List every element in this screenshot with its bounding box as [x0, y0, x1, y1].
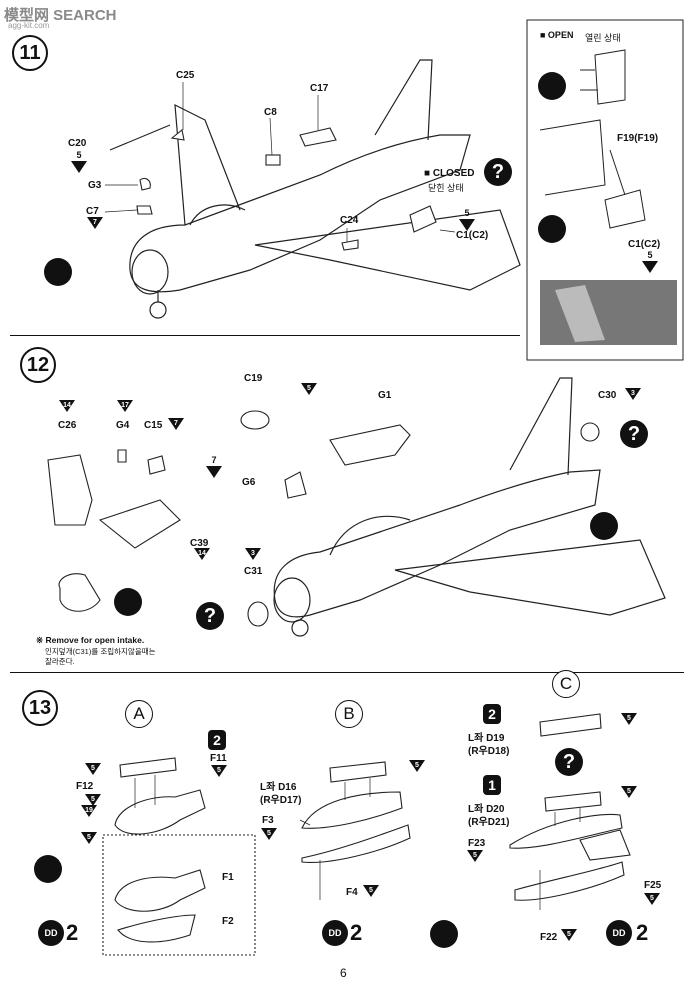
note-korean-line-1: 인지덮개(C31)를 조립하지않을때는 — [45, 647, 156, 656]
label-f2: F2 — [222, 916, 234, 927]
label-c24: C24 — [340, 215, 359, 226]
direction-icon — [430, 920, 458, 948]
decal-icon: DD — [38, 920, 64, 946]
qty-a: 2 — [66, 920, 79, 945]
decal-icon — [590, 512, 618, 540]
label-f22: F22 — [540, 932, 558, 943]
label-c7: C7 — [86, 206, 99, 217]
question-icon: ? — [484, 158, 512, 186]
page-number: 6 — [340, 966, 347, 980]
tri-badge-f3: 5 — [260, 828, 278, 854]
knife-icon — [538, 72, 566, 100]
label-f25: F25 — [644, 880, 662, 891]
tri-badge-a1: 5 — [84, 763, 102, 789]
label-c1c2: C1(C2) — [456, 230, 489, 241]
label-d19: L좌 D19 — [468, 733, 505, 744]
question-icon: ? — [555, 748, 583, 776]
label-c26: C26 — [58, 420, 77, 431]
note-korean-line-2: 잘라준다. — [45, 657, 75, 666]
tri-badge-f25: 5 — [643, 893, 661, 919]
direction-icon — [538, 215, 566, 243]
label-f3: F3 — [262, 815, 274, 826]
tri-badge-a2: 5 — [84, 794, 102, 820]
tri-badge-c15: 7 — [167, 418, 185, 444]
step-number-11: 11 — [12, 35, 48, 71]
label-c25: C25 — [176, 70, 195, 81]
closed-label: ■ CLOSED — [424, 168, 475, 179]
step-number-13: 13 — [22, 690, 58, 726]
label-c15: C15 — [144, 420, 163, 431]
tri-badge-open-c1c2: 5 — [641, 250, 659, 276]
tri-badge-f22: 5 — [560, 929, 578, 955]
label-f1: F1 — [222, 872, 234, 883]
qty-box-c-1: 1 — [483, 775, 501, 795]
tri-badge-c26: 14 — [58, 400, 76, 426]
label-f12: F12 — [76, 781, 94, 792]
label-d21: (R우D21) — [468, 817, 510, 828]
question-icon: ? — [196, 602, 224, 630]
watermark: 模型网 SEARCH — [4, 7, 117, 24]
label-c19: C19 — [244, 373, 263, 384]
open-label: ■ OPEN — [540, 30, 574, 40]
label-f23: F23 — [468, 838, 486, 849]
question-icon: ? — [620, 420, 648, 448]
tri-badge-a3: 19 — [80, 805, 98, 831]
label-d20: L좌 D20 — [468, 804, 505, 815]
label-f19: F19(F19) — [617, 133, 659, 144]
label-open-c1c2: C1(C2) — [628, 239, 661, 250]
open-korean-label: 열린 상태 — [585, 33, 621, 43]
tri-badge-c7: 7 — [86, 217, 104, 243]
label-g3: G3 — [88, 180, 102, 191]
tri-badge-f4: 5 — [362, 885, 380, 911]
label-c30: C30 — [598, 390, 617, 401]
watermark-url: agg-kit.com — [8, 21, 50, 30]
divider-11-12 — [10, 335, 520, 336]
tri-badge-c31: 3 — [244, 548, 262, 574]
decal-icon: DD — [606, 920, 632, 946]
label-f11: F11 — [210, 753, 227, 764]
label-g6: G6 — [242, 477, 256, 488]
tri-badge-a4: 5 — [80, 832, 98, 858]
sub-step-c: C — [552, 670, 580, 698]
glue-icon — [44, 258, 72, 286]
step-number-12: 12 — [20, 347, 56, 383]
tri-badge-f23: 5 — [466, 850, 484, 876]
tri-badge-g4: 17 — [116, 400, 134, 426]
knife-icon — [114, 588, 142, 616]
closed-korean-label: 닫힌 상태 — [428, 183, 464, 193]
qty-c: 2 — [636, 920, 649, 945]
tri-badge-d20: 5 — [620, 786, 638, 812]
tri-badge-d16: 5 — [408, 760, 426, 786]
decal-icon: DD — [322, 920, 348, 946]
qty-box-a: 2 — [208, 730, 226, 750]
tri-badge-d19: 5 — [620, 713, 638, 739]
divider-12-13 — [10, 672, 684, 673]
label-g1: G1 — [378, 390, 392, 401]
label-c20: C20 — [68, 138, 87, 149]
qty-b: 2 — [350, 920, 363, 945]
label-c39: C39 — [190, 538, 209, 549]
tri-badge-f11: 5 — [210, 765, 228, 791]
label-g4: G4 — [116, 420, 130, 431]
label-d17: (R우D17) — [260, 795, 302, 806]
tri-badge-c39: 14 — [193, 548, 211, 574]
label-f4: F4 — [346, 887, 358, 898]
sub-step-b: B — [335, 700, 363, 728]
tri-badge-c19b: 7 — [205, 455, 223, 481]
sub-step-a: A — [125, 700, 153, 728]
tri-badge-c19: 5 — [300, 383, 318, 409]
tri-badge-c20: 5 — [70, 150, 88, 176]
glue-icon — [34, 855, 62, 883]
qty-box-c-2: 2 — [483, 704, 501, 724]
label-d18: (R우D18) — [468, 746, 510, 757]
label-c31: C31 — [244, 566, 263, 577]
label-d16: L좌 D16 — [260, 782, 297, 793]
tri-badge-c30: 3 — [624, 388, 642, 414]
tri-badge-c1c2: 5 — [458, 208, 476, 234]
label-c17: C17 — [310, 83, 329, 94]
note-remove-intake: ※ Remove for open intake. — [36, 635, 145, 645]
label-c8: C8 — [264, 107, 277, 118]
